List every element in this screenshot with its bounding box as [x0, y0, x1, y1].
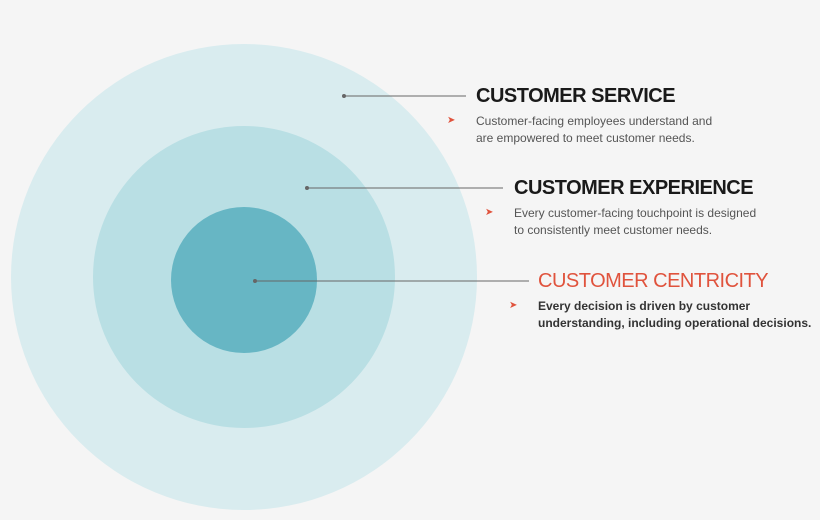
customer-centricity-description-row: ➤ Every decision is driven by customer u… [509, 298, 812, 332]
customer-centricity-core [171, 207, 317, 353]
customer-centricity-label: CUSTOMER CENTRICITY ➤ Every decision is … [509, 269, 812, 332]
customer-service-description-row: ➤ Customer-facing employees understand a… [447, 113, 713, 147]
chevron-right-icon: ➤ [485, 207, 494, 218]
customer-service-title: CUSTOMER SERVICE [476, 85, 676, 107]
chevron-right-icon: ➤ [447, 115, 456, 126]
customer-experience-anchor-dot [305, 186, 309, 190]
customer-experience-title: CUSTOMER EXPERIENCE [514, 177, 754, 199]
customer-centricity-title: CUSTOMER CENTRICITY [538, 270, 769, 292]
customer-service-description: Customer-facing employees understand and… [476, 114, 713, 145]
customer-service-anchor-dot [342, 94, 346, 98]
customer-centricity-anchor-dot [253, 279, 257, 283]
customer-experience-label: CUSTOMER EXPERIENCE ➤ Every customer-fac… [485, 176, 757, 239]
customer-experience-description-row: ➤ Every customer-facing touchpoint is de… [485, 205, 757, 239]
customer-centricity-description: Every decision is driven by customer und… [538, 299, 812, 330]
chevron-right-icon: ➤ [509, 300, 518, 311]
customer-experience-description: Every customer-facing touchpoint is desi… [514, 206, 757, 237]
customer-service-label: CUSTOMER SERVICE ➤ Customer-facing emplo… [447, 84, 713, 147]
